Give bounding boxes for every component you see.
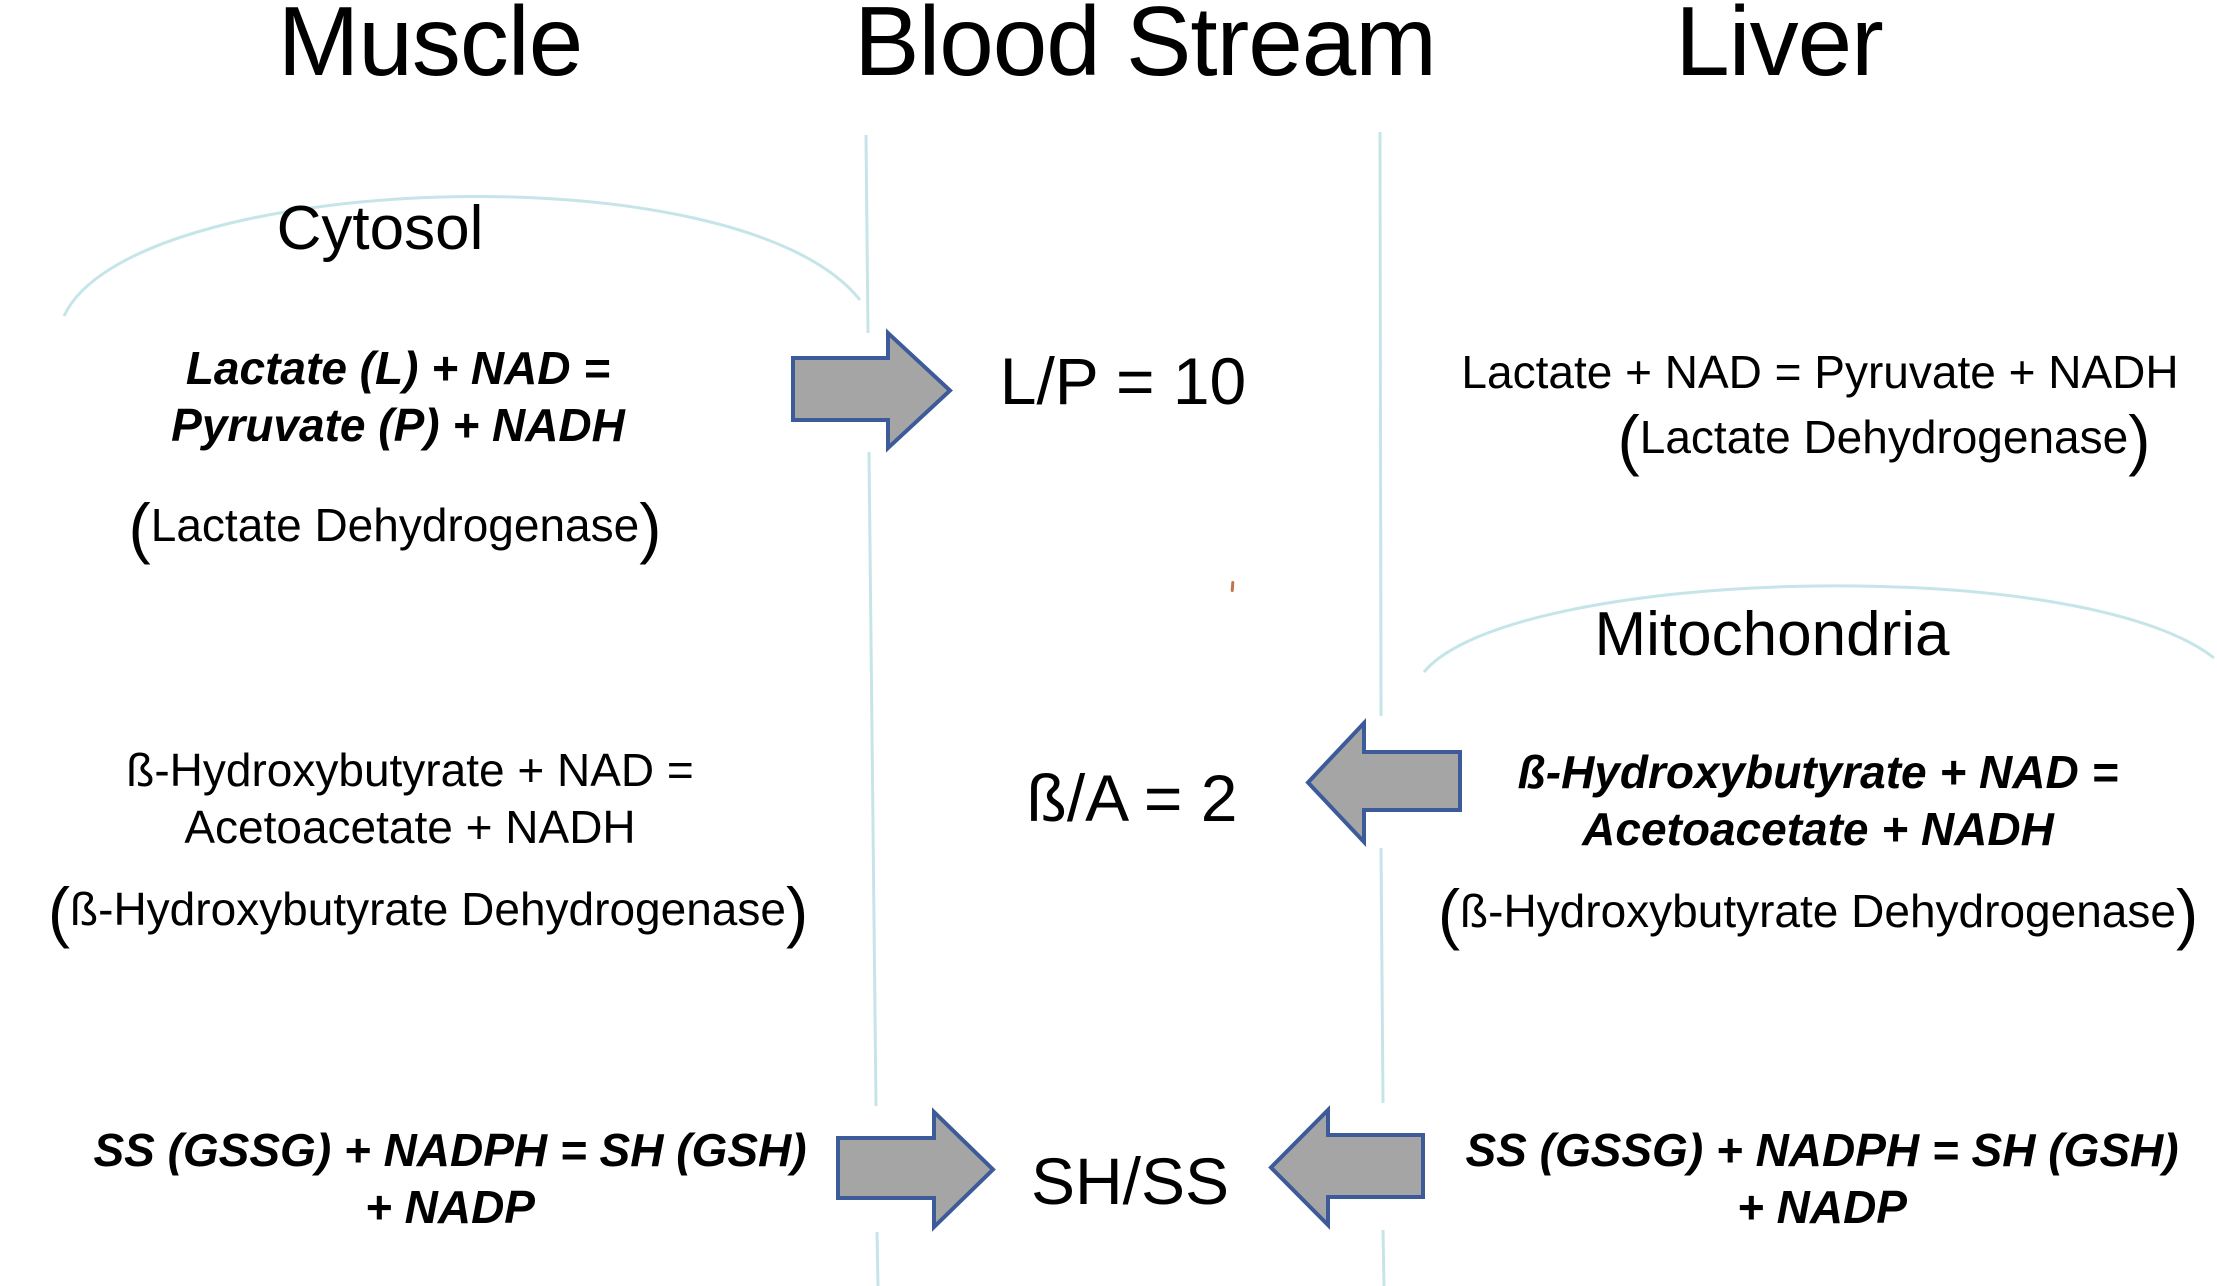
muscle-glutathione-arrow (836, 1107, 996, 1232)
muscle-glutathione-equation: SS (GSSG) + NADPH = SH (GSH) + NADP (93, 1122, 806, 1236)
bhb-acetoacetate-ratio: ß/A = 2 (1026, 761, 1238, 835)
muscle-bhb-equation-line2: Acetoacetate + NADH (184, 801, 636, 854)
muscle-lactate-equation: Lactate (L) + NAD = Pyruvate (P) + NADH (171, 340, 625, 454)
liver-bhb-equation-line1: ß-Hydroxybutyrate + NAD = (1517, 746, 2119, 798)
cytosol-label: Cytosol (276, 194, 484, 263)
liver-glutathione-arrow (1268, 1105, 1425, 1230)
muscle-bhb-equation: ß-Hydroxybutyrate + NAD = Acetoacetate +… (126, 742, 694, 856)
column-header-liver: Liver (1675, 0, 1883, 96)
mitochondria-arc (1422, 584, 2215, 673)
glutathione-ratio: SH/SS (1030, 1144, 1230, 1218)
liver-glutathione-equation-line2: + NADP (1737, 1181, 1907, 1234)
liver-glutathione-equation: SS (GSSG) + NADPH = SH (GSH) + NADP (1465, 1122, 2178, 1236)
liver-bhb-arrow (1305, 717, 1462, 848)
mitochondria-label: Mitochondria (1594, 600, 1950, 669)
liver-glutathione-equation-line1: SS (GSSG) + NADPH = SH (GSH) (1465, 1124, 2179, 1176)
muscle-bhb-equation-line1: ß-Hydroxybutyrate + NAD = (126, 744, 694, 796)
column-header-muscle: Muscle (277, 0, 583, 96)
liver-lactate-equation: Lactate + NAD = Pyruvate + NADH (1461, 346, 2179, 398)
muscle-lactate-arrow (791, 328, 953, 453)
blood-boundary-left-segment-middle (867, 451, 878, 1107)
muscle-lactate-enzyme: (Lactate Dehydrogenase) (128, 491, 662, 566)
liver-bhb-enzyme: (ß-Hydroxybutyrate Dehydrogenase) (1437, 877, 2199, 952)
blood-boundary-left-segment-top (864, 134, 870, 334)
liver-lactate-enzyme: (Lactate Dehydrogenase) (1617, 403, 2151, 478)
blood-boundary-right-segment-top (1378, 131, 1383, 717)
muscle-glutathione-equation-line2: + NADP (365, 1181, 535, 1234)
lactate-pyruvate-ratio: L/P = 10 (999, 344, 1247, 418)
column-header-blood-stream: Blood Stream (854, 0, 1437, 96)
muscle-lactate-equation-line2: Pyruvate (P) + NADH (171, 399, 625, 452)
muscle-bhb-enzyme: (ß-Hydroxybutyrate Dehydrogenase) (47, 875, 809, 950)
muscle-glutathione-equation-line1: SS (GSSG) + NADPH = SH (GSH) (93, 1124, 807, 1176)
blood-boundary-right-segment-bottom (1381, 1229, 1386, 1286)
blood-boundary-left-segment-bottom (875, 1231, 880, 1286)
liver-bhb-equation: ß-Hydroxybutyrate + NAD = Acetoacetate +… (1518, 744, 2119, 858)
liver-bhb-equation-line2: Acetoacetate + NADH (1582, 803, 2054, 856)
blood-boundary-right-segment-middle (1379, 847, 1385, 1104)
cytosol-arc (62, 194, 862, 317)
muscle-lactate-equation-line1: Lactate (L) + NAD = (185, 342, 611, 394)
